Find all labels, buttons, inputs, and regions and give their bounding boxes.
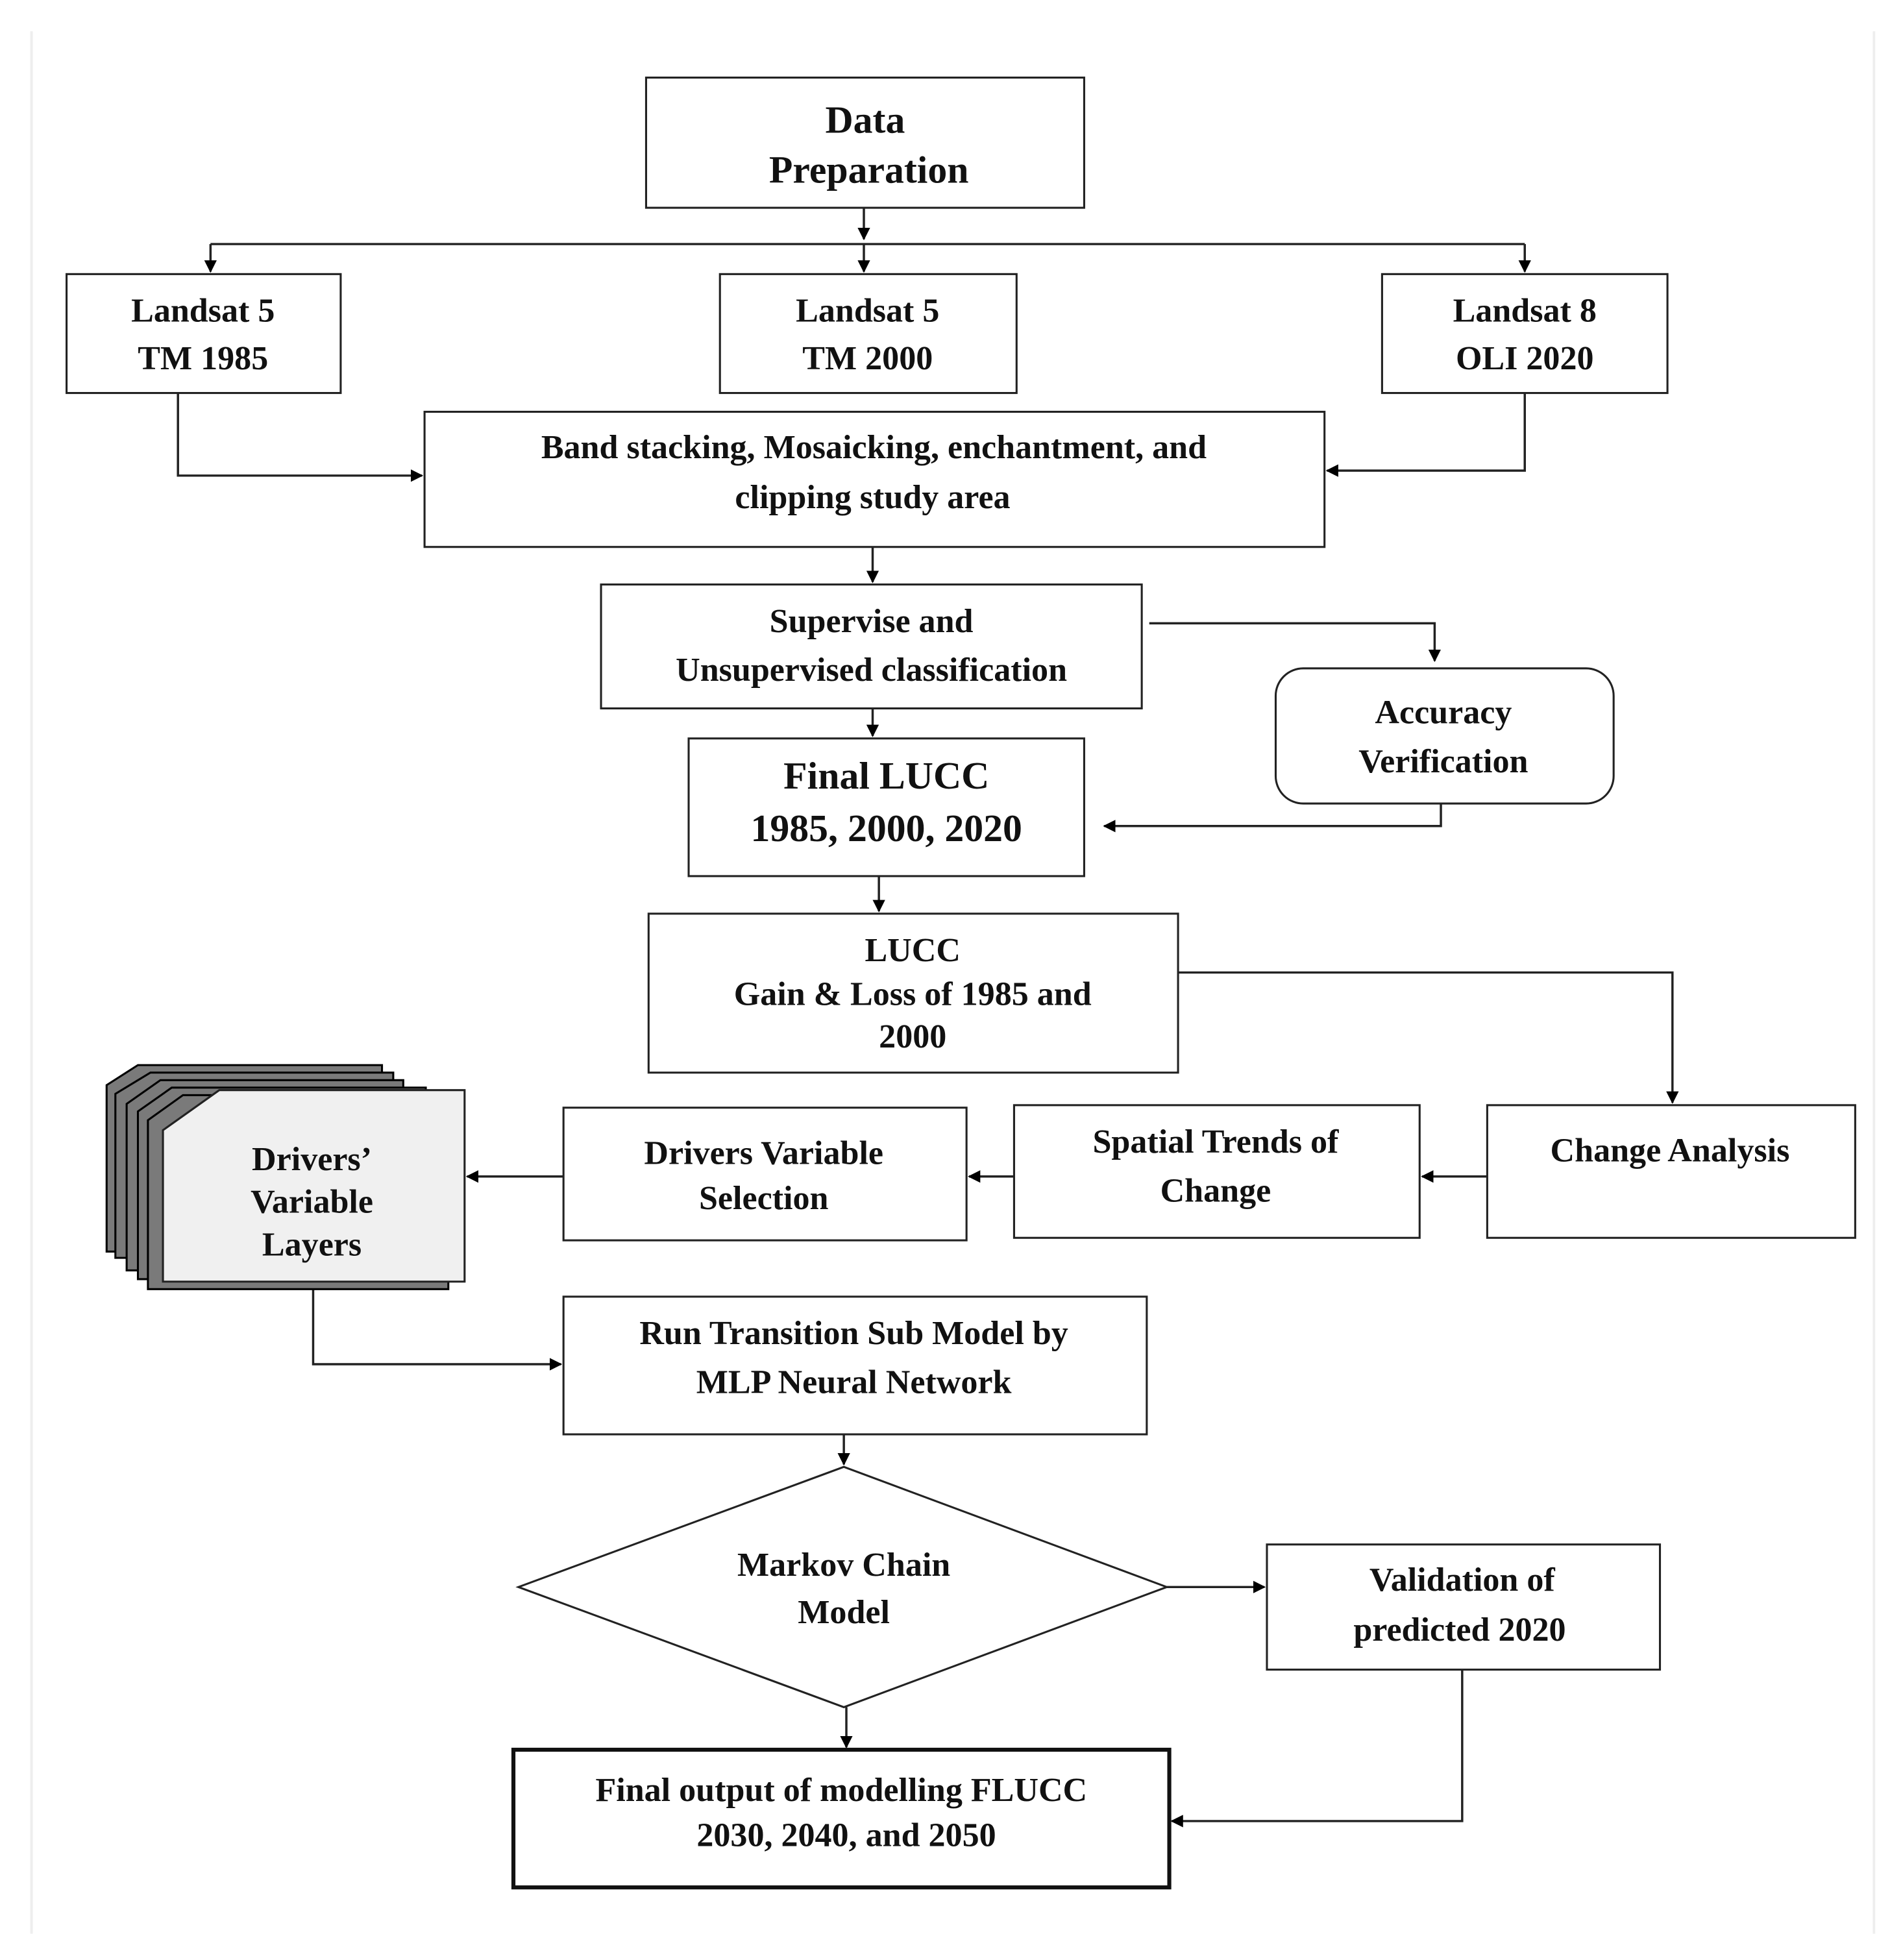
node-shape [423,410,1326,548]
node-label: MLP Neural Network [696,1364,1012,1401]
node-drivers-variable-layers: Drivers’ Variable Layers [105,1064,466,1290]
node-shape [647,913,1179,1074]
node-classification: Supervise and Unsupervised classificatio… [600,583,1143,710]
node-shape [66,273,342,395]
node-shape [1381,273,1669,395]
node-lucc-gain-loss: LUCC Gain & Loss of 1985 and 2000 [647,913,1179,1074]
node-shape [1274,667,1615,805]
connectors [177,208,1679,1828]
node-label: Landsat 5 [796,293,939,330]
node-label: clipping study area [735,479,1010,516]
node-label: LUCC [865,932,960,969]
node-shape [687,737,1085,877]
arrow-2020-to-preproc [1325,393,1526,477]
node-shape [562,1295,1148,1436]
node-label: Accuracy [1375,694,1512,731]
node-label: OLI 2020 [1456,340,1594,377]
node-landsat-2020: Landsat 8 OLI 2020 [1381,273,1669,395]
node-change-analysis: Change Analysis [1486,1104,1856,1239]
node-data-preparation: Data Preparation [645,77,1085,209]
node-label: Landsat 5 [131,293,275,330]
node-label: Layers [262,1226,362,1263]
node-shape [1486,1104,1856,1239]
node-label: Markov Chain [737,1547,950,1584]
node-shape [515,1465,1170,1709]
node-final-lucc: Final LUCC 1985, 2000, 2020 [687,737,1085,877]
node-shape [1013,1104,1421,1239]
node-label: Drivers’ [252,1141,372,1178]
node-label: TM 2000 [802,340,933,377]
node-drivers-variable-selection: Drivers Variable Selection [562,1107,968,1242]
node-shape [562,1107,968,1242]
node-validation: Validation of predicted 2020 [1266,1543,1662,1671]
node-label: 1985, 2000, 2020 [751,807,1022,850]
node-label: Validation of [1369,1562,1556,1599]
node-label: 2000 [879,1018,946,1055]
node-label: Run Transition Sub Model by [639,1315,1068,1352]
node-final-output: Final output of modelling FLUCC 2030, 20… [511,1747,1172,1890]
node-shape [600,583,1143,710]
node-label: Supervise and [770,603,974,640]
node-spatial-trends: Spatial Trends of Change [1013,1104,1421,1239]
node-preprocessing: Band stacking, Mosaicking, enchantment, … [423,410,1326,548]
node-shape [718,273,1018,395]
node-label: Spatial Trends of [1092,1123,1339,1160]
node-label: Preparation [769,149,969,191]
node-label: Model [798,1594,890,1631]
node-shape [1266,1543,1662,1671]
node-markov-chain-model: Markov Chain Model [515,1465,1170,1709]
arrow-layers-to-transition [312,1281,563,1371]
node-shape [511,1747,1172,1890]
node-label: Selection [699,1180,829,1217]
arrow-accuracy-to-final [1103,803,1442,833]
arrow-class-to-accuracy [1149,622,1442,663]
node-label: TM 1985 [138,340,268,377]
node-label: predicted 2020 [1353,1611,1565,1648]
node-label: Variable [251,1184,373,1221]
node-landsat-2000: Landsat 5 TM 2000 [718,273,1018,395]
node-transition-model: Run Transition Sub Model by MLP Neural N… [562,1295,1148,1436]
node-label: Verification [1358,743,1528,780]
node-label: Data [826,98,905,141]
node-label: Landsat 8 [1453,293,1597,330]
node-label: Drivers Variable [644,1134,883,1171]
node-label: Change [1160,1172,1271,1209]
node-accuracy-verification: Accuracy Verification [1274,667,1615,805]
node-label: Final LUCC [783,754,989,797]
node-landsat-1985: Landsat 5 TM 1985 [66,273,342,395]
arrow-1985-to-preproc [177,393,424,482]
node-label: 2030, 2040, and 2050 [696,1817,996,1854]
node-label: Band stacking, Mosaicking, enchantment, … [541,429,1207,466]
node-shape [645,77,1085,209]
node-shape [162,1089,466,1283]
node-label: Gain & Loss of 1985 and [734,976,1092,1013]
node-label: Change Analysis [1551,1133,1790,1170]
arrow-gain-to-change [1178,971,1679,1104]
node-label: Unsupervised classification [676,652,1067,689]
node-label: Final output of modelling FLUCC [595,1772,1087,1809]
arrow-validation-to-output [1170,1669,1464,1828]
